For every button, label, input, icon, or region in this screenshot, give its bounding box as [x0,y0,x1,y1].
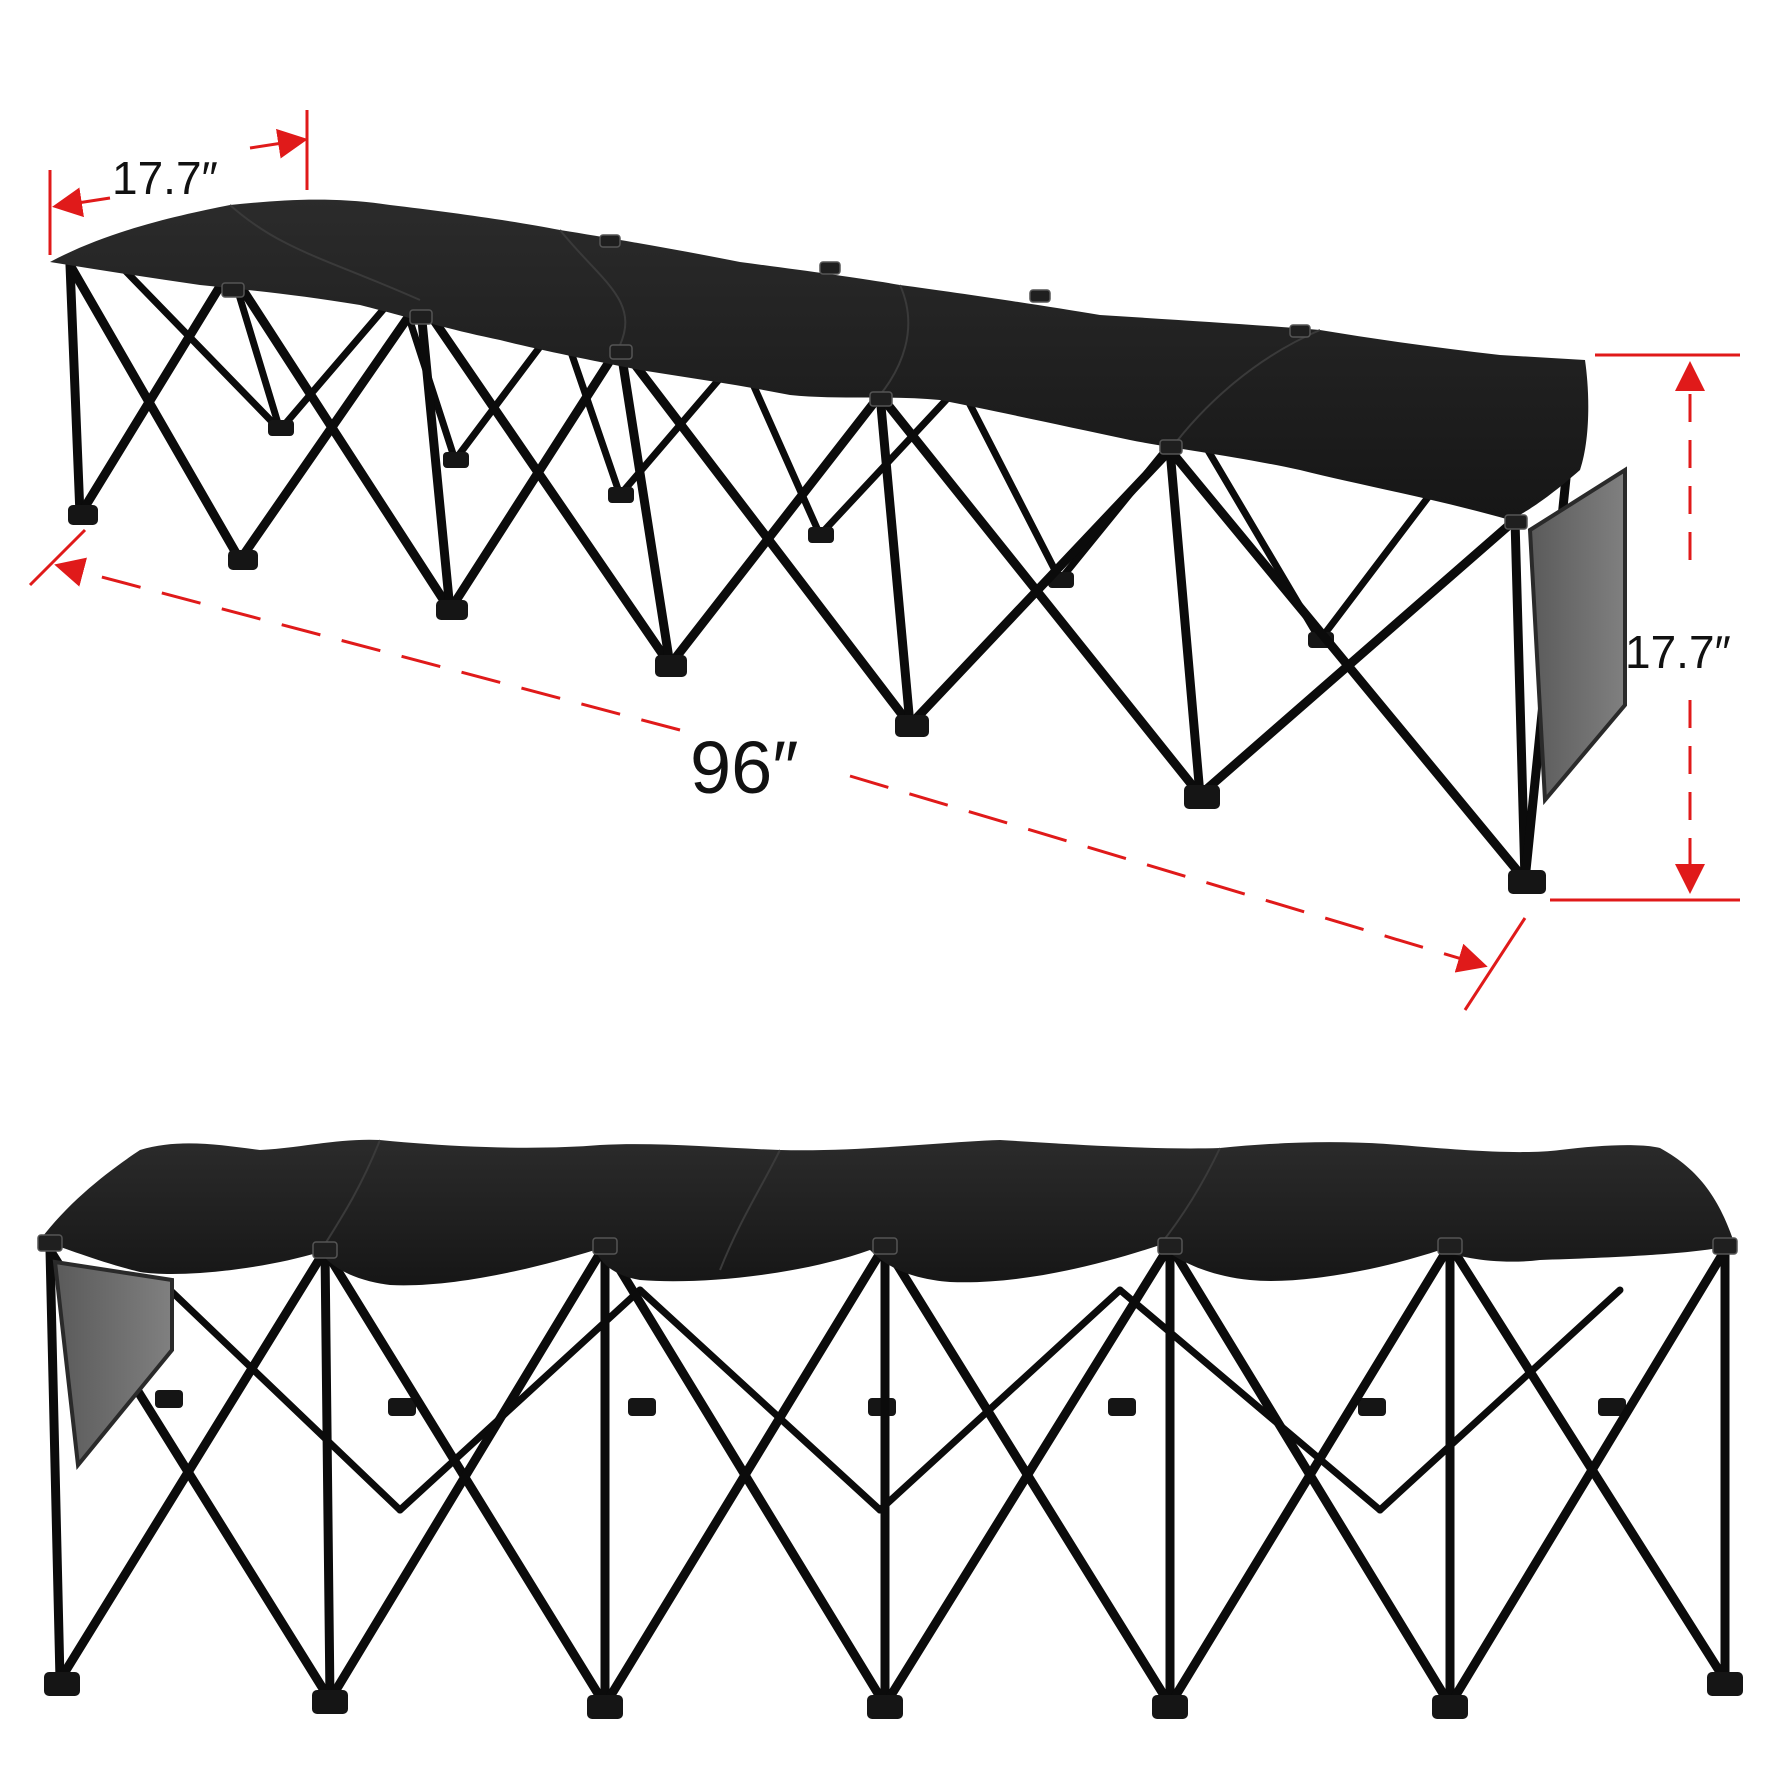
length-dimension-label: 96″ [690,726,799,809]
bench-front-view [37,1139,1743,1719]
bench-perspective-view [50,199,1627,894]
bench-front-brackets [37,1234,1738,1259]
dimension-height: 17.7″ [1550,353,1740,902]
bench-front-side-pocket [52,1259,174,1470]
height-dimension-label: 17.7″ [1625,626,1731,678]
bench-perspective-side-pocket [1527,466,1627,806]
dimension-depth: 17.7″ [48,110,309,255]
depth-dimension-label: 17.7″ [112,152,218,204]
dimension-length: 96″ [28,528,1527,1011]
bench-front-front-frame [44,1240,1743,1719]
bench-front-seat [40,1139,1735,1286]
bench-front-back-frame [155,1286,1626,1514]
bench-perspective-seat [50,199,1589,521]
bench-perspective-brackets [221,234,1528,530]
